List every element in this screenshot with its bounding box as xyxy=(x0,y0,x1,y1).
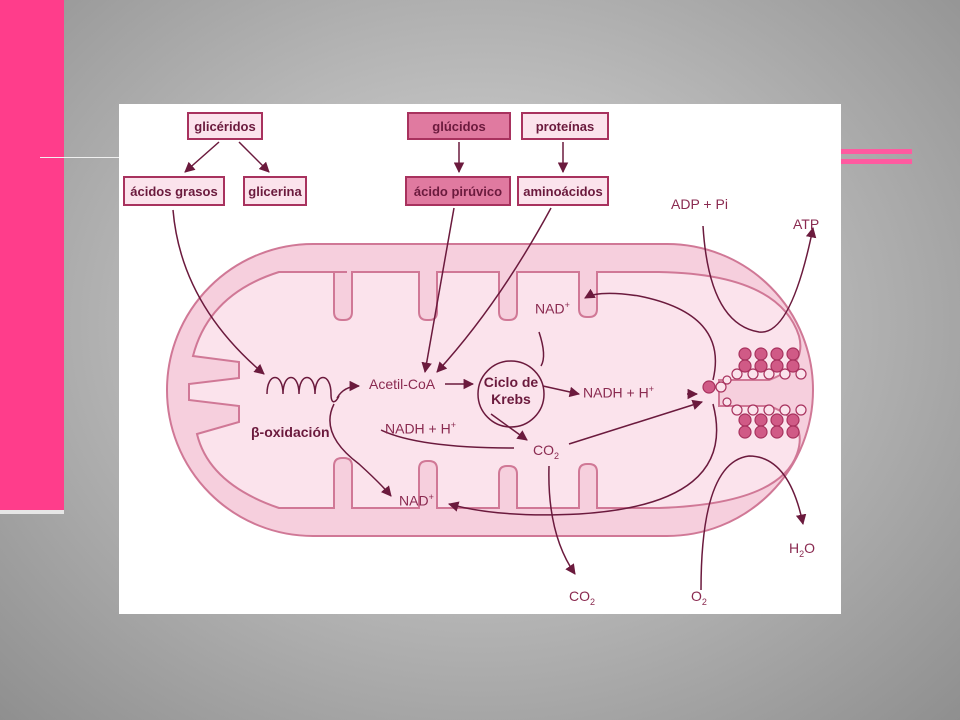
particle-stalk xyxy=(795,368,807,380)
particle-head xyxy=(754,413,768,427)
particle-head xyxy=(770,413,784,427)
right-stripe-bottom xyxy=(840,159,912,164)
arrow-beta-acetil xyxy=(336,380,361,399)
arrow-co2-particles xyxy=(568,399,704,445)
arrow-nad-krebs xyxy=(538,331,545,367)
arrow-nadh-left-path xyxy=(380,429,515,449)
label-nadh-right: NADH + H+ xyxy=(583,384,654,401)
beta-oxidation-coil xyxy=(266,376,340,403)
arrow-beta-loop xyxy=(329,403,392,497)
particle-head xyxy=(770,425,784,439)
particle-head xyxy=(786,413,800,427)
arrow-krebs-co2 xyxy=(490,413,528,441)
particle-stalk xyxy=(747,368,759,380)
particle-stalk xyxy=(763,404,775,416)
atp-synthase-particles xyxy=(702,347,807,439)
arrow-gliceridos-glicerina xyxy=(238,141,270,173)
particle-head xyxy=(770,359,784,373)
particle-stalk xyxy=(795,404,807,416)
diagram-graphics xyxy=(166,141,817,591)
arrow-adp-atp xyxy=(702,225,817,333)
particle-head xyxy=(770,347,784,361)
box-gliceridos: glicéridos xyxy=(187,112,263,140)
particle-head xyxy=(786,347,800,361)
particle-stalk xyxy=(779,404,791,416)
box-aminoacidos: aminoácidos xyxy=(517,176,609,206)
complex-particle xyxy=(715,381,727,393)
box-glucidos: glúcidos xyxy=(407,112,511,140)
label-nad-top: NAD+ xyxy=(535,300,570,317)
particle-stalk xyxy=(731,404,743,416)
particle-stalk xyxy=(779,368,791,380)
particle-head xyxy=(786,425,800,439)
label-acetil-coa: Acetil-CoA xyxy=(369,376,436,392)
particle-head xyxy=(754,347,768,361)
particle-stalk xyxy=(747,404,759,416)
complex-particle xyxy=(722,397,732,407)
label-nadh-left: NADH + H+ xyxy=(385,420,456,437)
box-glicerina: glicerina xyxy=(243,176,307,206)
particle-head xyxy=(754,359,768,373)
arrow-krebs-nadh xyxy=(542,385,581,398)
label-co2-inner: CO2 xyxy=(533,442,560,461)
label-adp-pi: ADP + Pi xyxy=(671,196,728,212)
arrow-return-nad xyxy=(447,403,718,516)
krebs-cycle-circle xyxy=(477,360,545,428)
particle-head xyxy=(738,425,752,439)
decorative-line xyxy=(40,157,120,158)
label-co2-out: CO2 xyxy=(569,588,596,607)
particle-head xyxy=(738,347,752,361)
particle-head xyxy=(738,359,752,373)
arrow-o2-h2o xyxy=(700,455,807,591)
label-nad-bottom: NAD+ xyxy=(399,492,434,509)
arrow-piruvico-acetil xyxy=(421,207,455,374)
right-stripe-top xyxy=(840,149,912,154)
arrow-aminoacidos-acetil xyxy=(436,207,552,373)
arrow-co2-out xyxy=(548,465,576,575)
arrow-particles-nad-top xyxy=(584,288,717,381)
complex-particle xyxy=(722,375,732,385)
arrow-gliceridos-acidos xyxy=(184,141,220,173)
particle-stalk xyxy=(731,368,743,380)
mitochondria-diagram: glicéridos ácidos grasos glicerina glúci… xyxy=(119,104,841,614)
accent-bar-shadow xyxy=(0,510,64,514)
particle-head xyxy=(754,425,768,439)
label-atp: ATP xyxy=(793,216,820,232)
accent-bar xyxy=(0,0,64,510)
particle-stalk xyxy=(763,368,775,380)
label-h2o: H2O xyxy=(789,540,816,559)
label-o2: O2 xyxy=(691,588,707,607)
particle-head xyxy=(786,359,800,373)
box-acido-piruvico: ácido pirúvico xyxy=(405,176,511,206)
arrow-acidos-beta xyxy=(172,209,265,375)
particle-head xyxy=(738,413,752,427)
complex-particle xyxy=(702,380,716,394)
box-acidos-grasos: ácidos grasos xyxy=(123,176,225,206)
box-proteinas: proteínas xyxy=(521,112,609,140)
label-beta-oxidacion: β-oxidación xyxy=(251,424,330,440)
